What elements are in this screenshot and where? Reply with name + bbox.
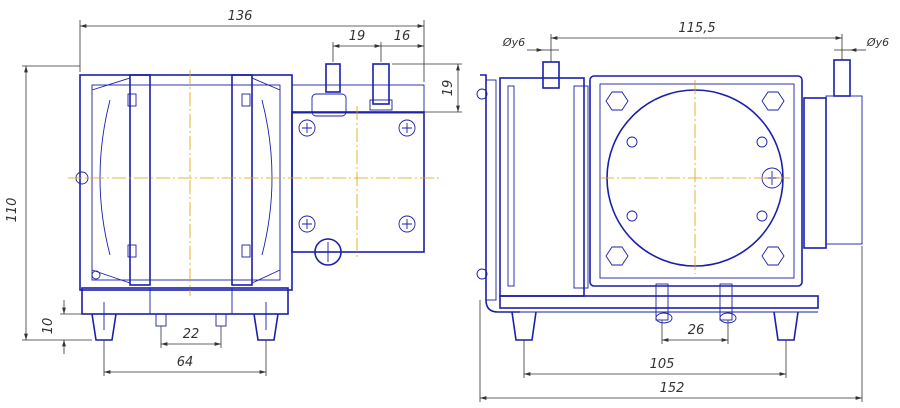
right-nozzle-right — [833, 59, 851, 97]
right-foot-1 — [511, 311, 537, 341]
left-nozzle-1 — [325, 63, 341, 93]
right-head — [589, 75, 803, 287]
left-strap-2 — [231, 74, 253, 286]
left-housing-inner — [91, 84, 281, 281]
left-strap-1 — [129, 74, 151, 286]
right-nozzle-left — [542, 61, 560, 89]
left-base — [81, 287, 289, 315]
left-housing — [79, 74, 293, 291]
left-nozzle-2 — [372, 63, 390, 105]
dim-dy6-right: Øу6 — [866, 36, 889, 49]
right-cylinder — [499, 77, 585, 297]
dim-64: 64 — [177, 355, 194, 370]
left-rounded-cover — [99, 99, 111, 256]
dim-105: 105 — [650, 357, 675, 372]
dim-115-5: 115,5 — [678, 21, 715, 36]
right-foot-2 — [773, 311, 799, 341]
dim-136: 136 — [228, 9, 253, 24]
dim-26: 26 — [688, 323, 705, 338]
dim-152: 152 — [660, 381, 685, 396]
dimension-labels: 136 19 16 110 19 10 22 64 115,5 Øу6 Øу6 … — [5, 9, 889, 396]
dim-19-nozzle: 19 — [441, 80, 456, 97]
dim-16-top: 16 — [394, 29, 411, 44]
left-fan-screw — [314, 238, 342, 266]
dimension-lines — [22, 20, 866, 402]
left-valve-block — [291, 111, 425, 253]
dim-22: 22 — [183, 327, 200, 342]
left-view — [75, 63, 425, 341]
right-side-block — [803, 97, 827, 249]
right-view — [476, 59, 863, 341]
right-corner-nuts — [605, 91, 785, 266]
dim-19-top: 19 — [349, 29, 366, 44]
dim-dy6-left: Øу6 — [502, 36, 525, 49]
left-valve-screws — [298, 119, 416, 233]
dim-10: 10 — [41, 318, 56, 335]
right-base — [499, 295, 819, 309]
dim-110: 110 — [5, 198, 20, 223]
